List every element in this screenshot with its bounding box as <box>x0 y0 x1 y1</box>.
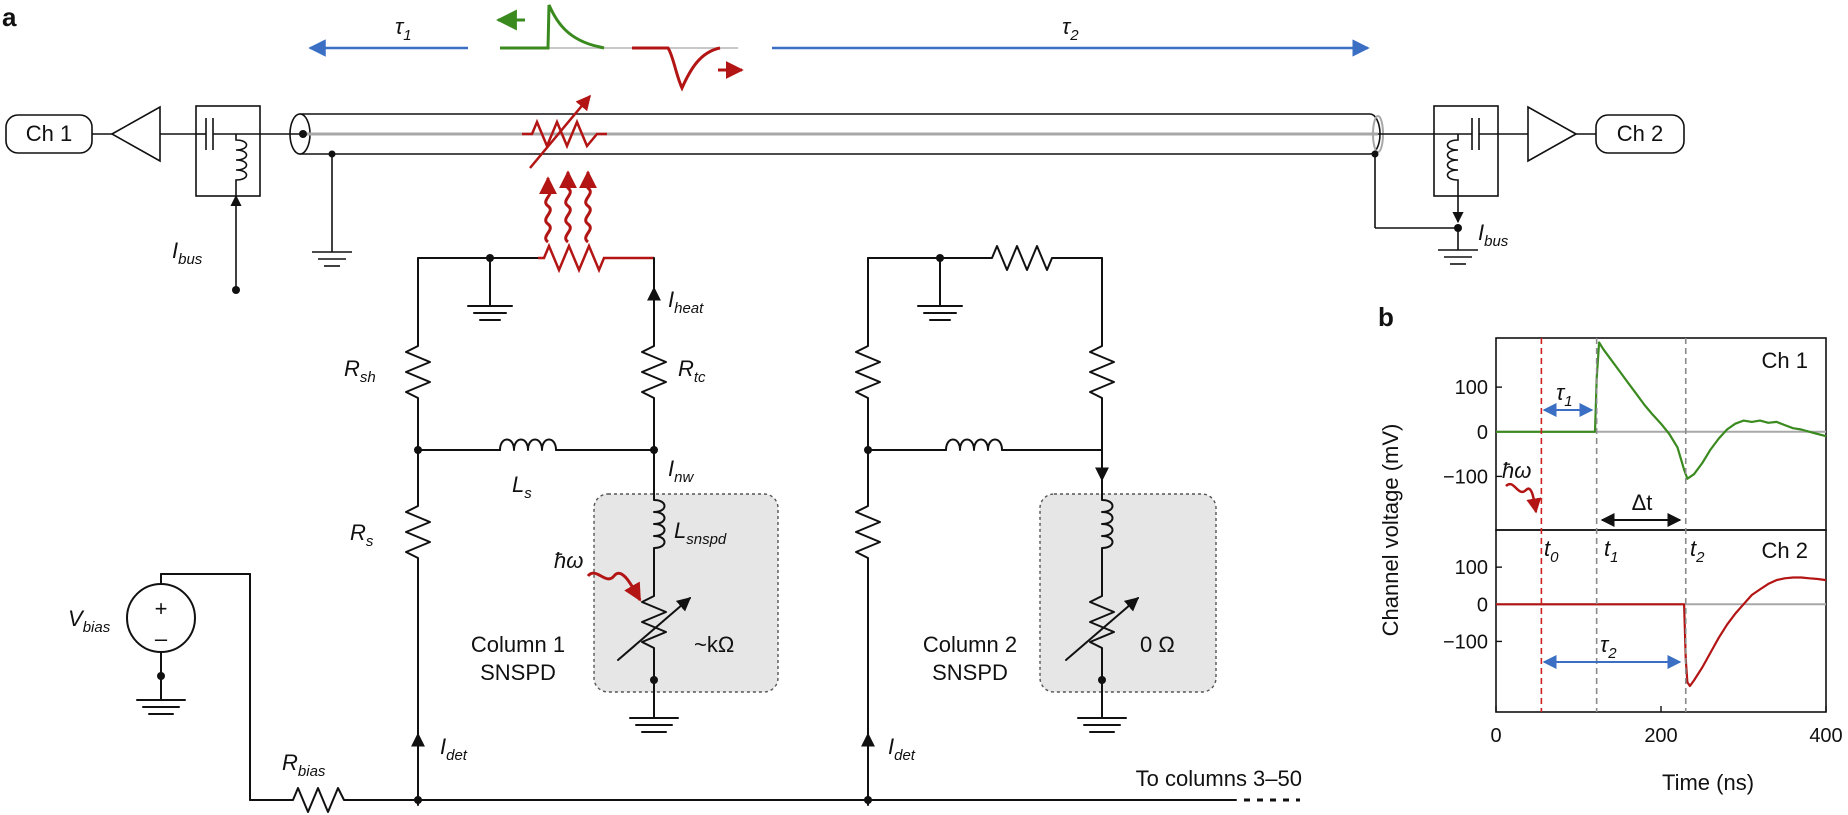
y-tick-label: 0 <box>1477 422 1488 444</box>
time-markers <box>1540 338 1687 712</box>
chart-tau2-label: τ2 <box>1600 632 1617 662</box>
lsnspd-label: Lsnspd <box>674 518 727 548</box>
series-line <box>1496 576 1827 688</box>
amplifier-left-icon <box>92 105 196 163</box>
plus-sign: + <box>155 596 168 621</box>
y-tick-label: 100 <box>1455 377 1488 399</box>
heat-photons <box>539 170 597 244</box>
rsh-label: Rsh <box>344 356 376 386</box>
chart-ch2-title: Ch 2 <box>1762 538 1808 563</box>
column-1-title: Column 1 <box>471 632 565 657</box>
chart-ch2: 100 0 −100 0 200 400 <box>1443 557 1843 747</box>
panel-a-label: a <box>2 2 17 32</box>
ch1-label: Ch 1 <box>26 121 72 146</box>
column-2-title: Column 2 <box>923 632 1017 657</box>
x-tick-label: 400 <box>1809 725 1842 747</box>
x-tick-label: 0 <box>1490 725 1501 747</box>
series-line <box>1496 341 1827 480</box>
column-1-subtitle: SNSPD <box>480 660 556 685</box>
column-2-subtitle: SNSPD <box>932 660 1008 685</box>
bias-tee-right <box>1374 105 1499 265</box>
t0-label: t0 <box>1544 536 1559 566</box>
chart-photon-icon <box>1505 482 1542 514</box>
ibus-right-label: Ibus <box>1478 220 1509 250</box>
y-tick-label: 100 <box>1455 557 1488 579</box>
ground-coax-left <box>312 154 352 267</box>
column-2-circuit <box>855 245 1217 806</box>
t1-label: t1 <box>1604 536 1618 566</box>
chart-hw-label: ħω <box>1502 458 1531 483</box>
y-tick-label: 0 <box>1477 594 1488 616</box>
y-tick-label: −100 <box>1443 631 1488 653</box>
idet-1-label: Idet <box>440 734 468 764</box>
amplifier-right-icon <box>1480 105 1596 163</box>
hw-label: ħω <box>554 548 583 573</box>
chart-ch1: 100 0 −100 <box>1443 341 1827 488</box>
x-tick-label: 200 <box>1644 725 1677 747</box>
kohm-label: ~kΩ <box>694 632 734 657</box>
panel-a: a τ1 τ2 <box>2 2 1685 813</box>
t2-label: t2 <box>1690 536 1705 566</box>
to-columns-label: To columns 3–50 <box>1136 766 1302 791</box>
tau2-label: τ2 <box>1062 14 1079 44</box>
coax-line <box>289 113 1384 158</box>
tau1-label: τ1 <box>395 14 412 44</box>
ibus-left-label: Ibus <box>172 238 203 268</box>
dt-label: Δt <box>1632 490 1653 515</box>
y-axis-label: Channel voltage (mV) <box>1378 424 1403 637</box>
minus-sign: – <box>155 626 168 651</box>
panel-b: b Channel voltage (mV) Time (ns) 100 0 −10… <box>1378 302 1843 795</box>
pulse-icons <box>495 4 744 92</box>
idet-2-label: Idet <box>888 734 916 764</box>
rs-label: Rs <box>350 520 374 550</box>
bias-rail <box>249 787 1300 813</box>
vbias-label: Vbias <box>68 606 111 636</box>
column-1-circuit <box>405 242 779 806</box>
chart-ch1-title: Ch 1 <box>1762 348 1808 373</box>
bias-tee-left <box>195 105 300 294</box>
chart-tau1-label: τ1 <box>1556 380 1573 410</box>
y-tick-label: −100 <box>1443 466 1488 488</box>
rtc-label: Rtc <box>678 356 706 386</box>
ls-label: Ls <box>512 472 532 502</box>
iheat-label: Iheat <box>668 287 704 317</box>
panel-b-label: b <box>1378 302 1394 332</box>
zero-ohm-label: 0 Ω <box>1140 632 1175 657</box>
rbias-label: Rbias <box>282 750 326 780</box>
ch2-label: Ch 2 <box>1617 121 1663 146</box>
coax-variable-resistor <box>522 94 607 169</box>
voltage-source <box>126 573 251 801</box>
x-axis-label: Time (ns) <box>1662 770 1754 795</box>
inw-label: Inw <box>668 456 694 486</box>
